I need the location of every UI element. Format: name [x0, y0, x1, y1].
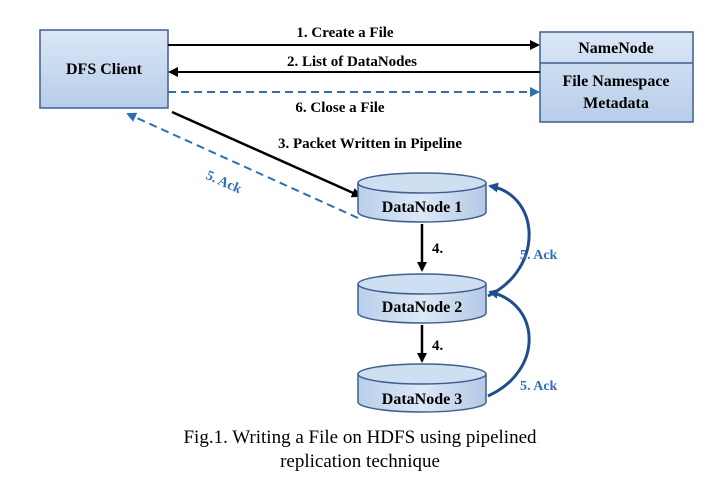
forward-dn1-dn2-label: 4. [432, 241, 444, 257]
ack-dn3-dn2-curve [487, 288, 531, 398]
caption-line-2: replication technique [280, 451, 440, 472]
ack-client-label: 5. Ack [203, 168, 243, 197]
datanode-2-cylinder: DataNode 2 [357, 273, 487, 324]
ack-client-arrow [126, 112, 359, 219]
caption-line-1: Fig.1. Writing a File on HDFS using pipe… [183, 427, 537, 448]
ack-dn3-dn2-label: 5. Ack [520, 379, 558, 394]
create-file-label: 1. Create a File [296, 25, 394, 41]
figure-caption: Fig.1. Writing a File on HDFS using pipe… [80, 426, 640, 474]
list-datanodes-label: 2. List of DataNodes [287, 54, 417, 70]
packet-pipeline-label: 3. Packet Written in Pipeline [278, 136, 462, 152]
metadata-label-line2: Metadata [583, 95, 649, 112]
dfs-client-label: DFS Client [66, 61, 143, 78]
datanode-3-label: DataNode 3 [382, 391, 462, 408]
datanode-1-cylinder: DataNode 1 [357, 172, 487, 223]
namenode-box: NameNode File Namespace Metadata [539, 31, 694, 123]
metadata-label-line1: File Namespace [562, 73, 669, 90]
dfs-client-box: DFS Client [39, 29, 169, 109]
datanode-3-cylinder: DataNode 3 [357, 363, 487, 413]
datanode-1-label: DataNode 1 [382, 199, 462, 216]
packet-pipeline-arrow [171, 110, 362, 198]
forward-dn2-dn3-label: 4. [432, 338, 444, 354]
datanode-2-label: DataNode 2 [382, 299, 462, 316]
close-file-label: 6. Close a File [295, 100, 384, 116]
ack-dn2-dn1-curve [487, 182, 531, 298]
ack-dn2-dn1-label: 5. Ack [520, 248, 558, 263]
namenode-label: NameNode [578, 40, 654, 57]
